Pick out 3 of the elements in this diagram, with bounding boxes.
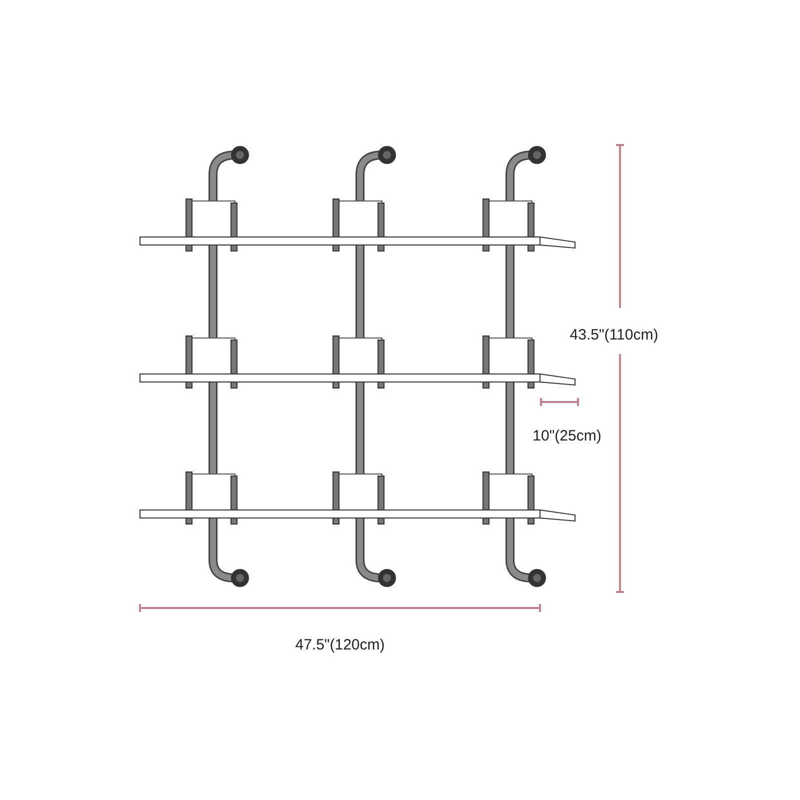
dimension-label: 43.5"(110cm)	[570, 326, 658, 344]
dimension-label: 10"(25cm)	[532, 428, 602, 444]
dimension-label: 47.5"(120cm)	[295, 636, 385, 654]
